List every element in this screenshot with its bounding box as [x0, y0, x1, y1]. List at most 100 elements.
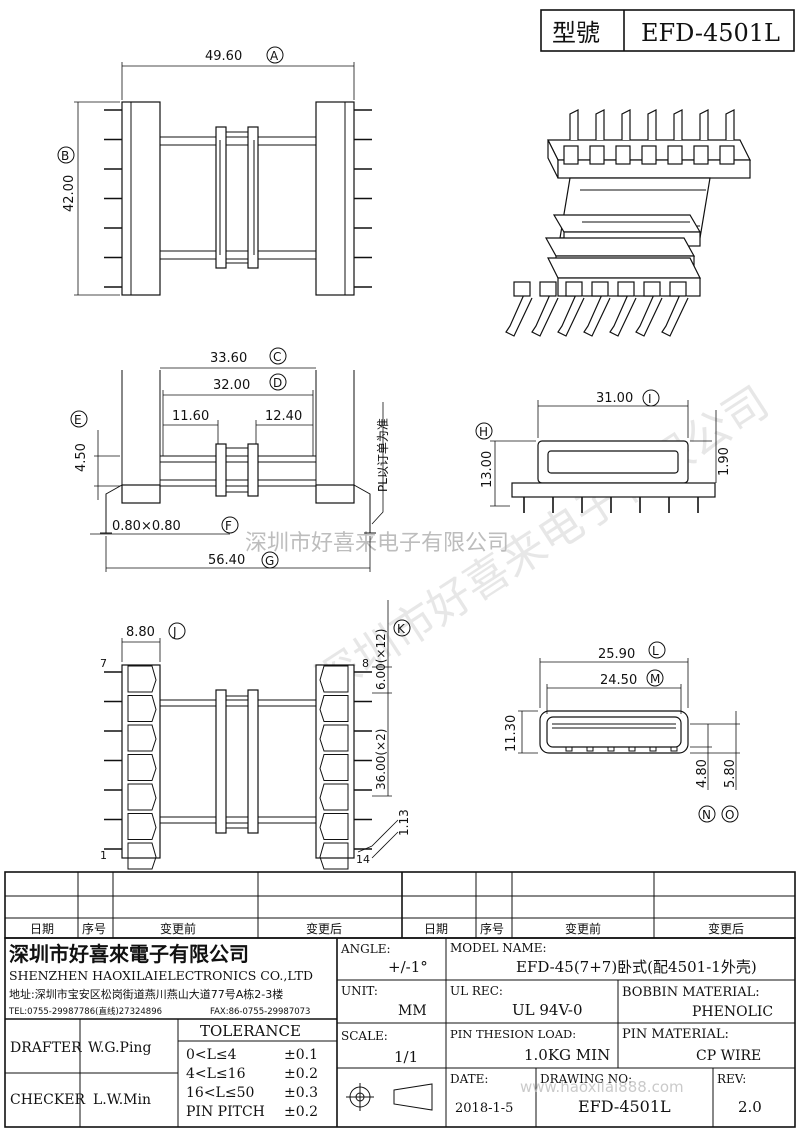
bottom-slot-right — [319, 695, 349, 722]
bottom-view-pins — [104, 671, 372, 850]
tolerance-value-4: ±0.2 — [284, 1104, 318, 1120]
dim-j-marker-icon — [168, 622, 186, 640]
scale-label: SCALE: — [341, 1029, 388, 1043]
iso-rear-pin — [699, 109, 709, 140]
projection-symbol-icon — [346, 1083, 433, 1111]
end-notch — [607, 746, 615, 752]
dim-l-value: 25.90 — [598, 647, 635, 662]
side-view: 31.00 I 13.00 H 1.90 — [475, 389, 732, 513]
dim-a-value: 49.60 — [205, 49, 242, 64]
tolerance-range-3: 16<L≤50 — [186, 1085, 254, 1101]
dim-f-letter: F — [225, 519, 232, 533]
dim-k-value: 6.00(×12) — [374, 629, 388, 690]
iso-rear-pin — [569, 109, 579, 140]
model-name-label: MODEL NAME: — [450, 941, 547, 955]
dim-b-marker-icon — [57, 146, 75, 164]
rev-header-after-2: 变更后 — [708, 921, 744, 936]
bottom-slot-right — [319, 754, 349, 781]
tolerance-range-2: 4<L≤16 — [186, 1066, 246, 1082]
bottom-slot-left — [127, 783, 157, 811]
dim-i-value: 31.00 — [596, 391, 633, 406]
iso-front-pin — [505, 289, 533, 337]
tolerance-range-1: 0<L≤4 — [186, 1047, 237, 1063]
top-view-pins — [104, 109, 372, 288]
iso-rear-pin — [673, 109, 683, 140]
dim-c-marker-icon — [269, 347, 287, 365]
iso-front-pin — [609, 289, 637, 337]
iso-rear-terminal — [615, 145, 631, 165]
iso-rear-pins — [563, 109, 735, 165]
company-tel: TEL:0755-29987786(直线)27324896 — [8, 1006, 162, 1017]
iso-front-terminal — [643, 281, 661, 297]
model-value: EFD-4501L — [641, 19, 780, 47]
rev-header-date-1: 日期 — [30, 922, 54, 936]
isometric-view — [505, 109, 751, 337]
dim-e-letter: E — [74, 413, 82, 427]
company-fax: FAX:86-0755-29987073 — [210, 1007, 310, 1017]
dim-c-value: 33.60 — [210, 351, 247, 366]
dim-l-letter: L — [652, 644, 659, 658]
iso-rear-pin — [725, 109, 735, 140]
bottom-slot-left — [127, 724, 157, 752]
bobbin-material-value: PHENOLIC — [692, 1004, 773, 1020]
dim-i-marker-icon — [642, 389, 660, 407]
unit-value: MM — [398, 1003, 427, 1019]
dim-12-40: 12.40 — [265, 409, 302, 424]
iso-rear-terminal — [641, 145, 657, 165]
dim-j-value: 8.80 — [126, 625, 155, 640]
iso-front-terminal — [591, 281, 609, 297]
tolerance-value-1: ±0.1 — [284, 1047, 318, 1063]
scale-value: 1/1 — [394, 1048, 418, 1066]
iso-front-pin — [583, 289, 611, 337]
iso-front-terminal — [539, 281, 557, 297]
company-address: 地址:深圳市宝安区松岗街道燕川燕山大道77号A栋2-3楼 — [9, 987, 283, 1001]
rev-header-date-2: 日期 — [424, 922, 448, 936]
date-label: DATE: — [450, 1072, 488, 1086]
rev-label: REV: — [717, 1072, 746, 1086]
dim-1-90: 1.90 — [717, 447, 732, 476]
pin-material-value: CP WIRE — [696, 1048, 761, 1064]
bottom-slot-right — [319, 783, 349, 811]
dim-o-marker-icon — [721, 805, 739, 823]
checker-value: L.W.Min — [93, 1092, 151, 1108]
iso-front-pins — [505, 281, 689, 337]
dim-f-value: 0.80×0.80 — [112, 519, 181, 534]
tolerance-range-4: PIN PITCH — [186, 1104, 265, 1120]
rev-header-before-2: 变更前 — [565, 921, 601, 936]
dim-e-value: 4.50 — [74, 443, 89, 472]
dim-11-30: 11.30 — [504, 715, 519, 752]
pin-tension-value: 1.0KG MIN — [524, 1046, 610, 1064]
model-label: 型號 — [552, 19, 600, 47]
bottom-right-slots — [319, 665, 349, 870]
end-notch — [586, 746, 594, 752]
end-notch — [565, 746, 573, 752]
drafter-label: DRAFTER — [10, 1040, 82, 1056]
iso-front-pin — [661, 289, 689, 337]
dim-a-letter: A — [270, 49, 279, 63]
dim-i-letter: I — [648, 392, 652, 406]
dim-l-marker-icon — [648, 641, 666, 659]
dim-b-letter: B — [61, 149, 69, 163]
dim-k-letter: K — [397, 622, 406, 636]
dim-d-letter: D — [273, 376, 282, 390]
dim-o-value: 5.80 — [723, 759, 738, 788]
iso-rear-terminal — [667, 145, 683, 165]
pin-tension-label: PIN THESION LOAD: — [450, 1027, 576, 1041]
model-header: 型號 EFD-4501L — [540, 9, 795, 52]
end-view-notches — [565, 746, 678, 752]
dim-1-13: 1.13 — [397, 809, 411, 836]
company-name-en: SHENZHEN HAOXILAIELECTRONICS CO.,LTD — [9, 968, 313, 983]
drawing-no-value: EFD-4501L — [578, 1097, 671, 1116]
end-notch — [670, 746, 678, 752]
drawing-no-label: DRAWING NO: — [540, 1072, 632, 1086]
tolerance-label: TOLERANCE — [200, 1022, 301, 1040]
front-view: 33.60 C 32.00 D 11.60 12.40 4.50 E 0.80×… — [70, 347, 390, 572]
iso-front-terminal — [617, 281, 635, 297]
dim-m-value: 24.50 — [600, 673, 637, 688]
checker-label: CHECKER — [10, 1092, 86, 1108]
rev-value: 2.0 — [738, 1098, 762, 1116]
side-view-pins — [523, 497, 699, 513]
revision-table: 日期 序号 变更前 变更后 日期 序号 变更前 变更后 — [4, 871, 796, 939]
bottom-view: 7 8 1 14 8.80 J 6.00(×12) K 36.00(×2) 1.… — [100, 600, 411, 870]
